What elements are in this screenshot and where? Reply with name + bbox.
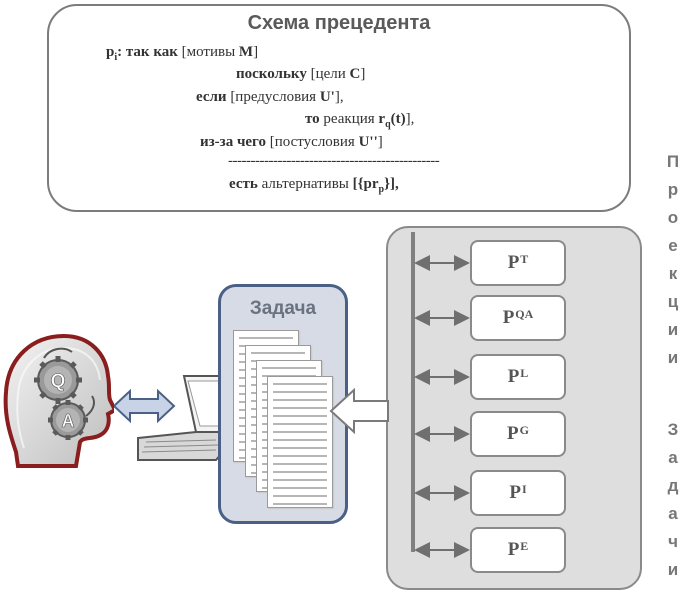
head-with-gears-icon: Q A [3,333,114,468]
scheme-title: Схема прецедента [247,12,431,34]
caption-letter: к [668,264,678,283]
caption-letter: и [667,320,679,339]
caption-letter: д [667,476,679,495]
scheme-line-2: поскольку [цели C] [236,66,366,82]
task-title: Задача [249,298,317,319]
caption-letter: З [667,420,679,439]
caption-letter: П [666,152,680,171]
caption-letter: е [668,236,678,255]
caption-letter: а [668,504,678,523]
caption-letter: ц [667,292,679,311]
double-arrow-icon [112,388,176,424]
caption-letter: и [667,348,679,367]
caption-letter: р [667,180,679,199]
projection-connector-arrows [414,255,470,558]
gear-q-letter: Q [51,371,66,392]
gear-a-letter: A [62,411,75,431]
caption-letter: и [667,560,679,579]
caption-letter: о [667,208,679,227]
precedent-scheme-box: Схема прецедента [47,4,631,212]
scheme-line-3: если [предусловия U'], [196,89,344,105]
scheme-line-7: есть альтернативы [{prp}], [229,176,399,195]
caption-letter: а [668,448,678,467]
document-sheet [267,376,333,508]
scheme-line-1: pi: так как [мотивы M] [106,44,259,63]
projections-bus-line [411,232,415,552]
scheme-line-4: то реакция rq(t)], [305,111,415,130]
projection-to-task-arrow [329,387,389,435]
caption-letter: ч [668,532,678,551]
scheme-line-5: из-за чего [постусловия U''] [200,134,383,150]
scheme-separator: ----------------------------------------… [228,153,440,169]
